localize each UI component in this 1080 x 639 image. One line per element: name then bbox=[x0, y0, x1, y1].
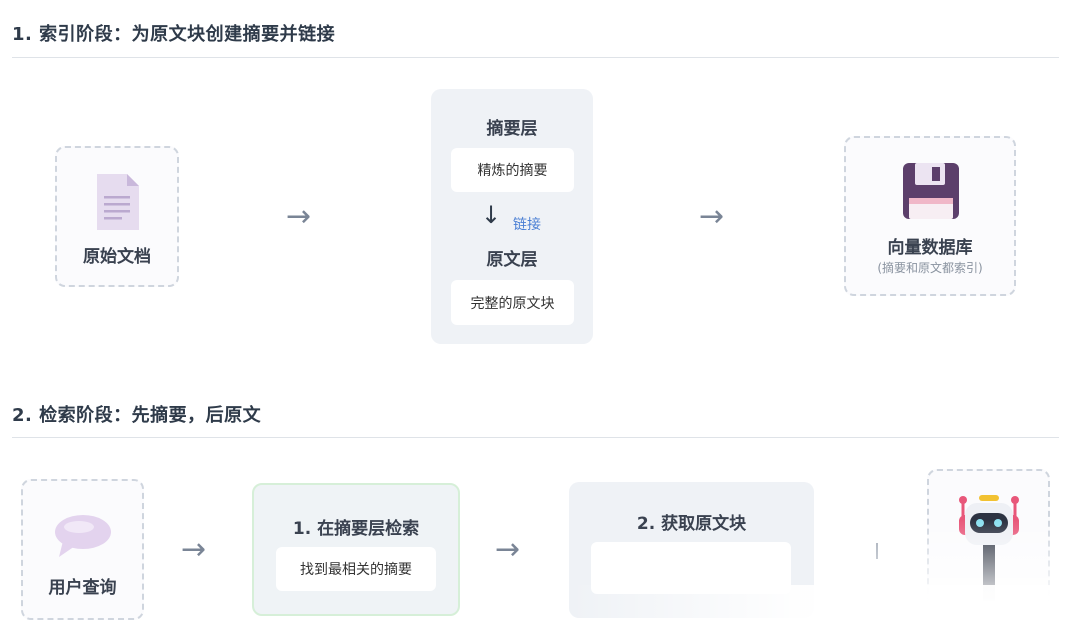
source-document-node: 原始文档 bbox=[55, 146, 179, 287]
vector-db-node: 向量数据库 (摘要和原文都索引) bbox=[844, 136, 1016, 296]
document-icon bbox=[97, 174, 139, 230]
link-label: 链接 bbox=[513, 217, 541, 233]
layers-panel: 摘要层 精炼的摘要 ↓ 链接 原文层 完整的原文块 bbox=[431, 89, 593, 344]
section-2-title: 2. 检索阶段：先摘要，后原文 bbox=[12, 405, 262, 426]
user-query-label: 用户查询 bbox=[48, 578, 117, 598]
summary-card: 精炼的摘要 bbox=[451, 148, 574, 192]
speech-bubble-icon bbox=[55, 515, 111, 557]
step-2-title: 2. 获取原文块 bbox=[636, 514, 747, 534]
vector-db-sublabel: (摘要和原文都索引) bbox=[877, 261, 983, 275]
step-1-panel: 1. 在摘要层检索 找到最相关的摘要 bbox=[252, 483, 460, 616]
fade-overlay-bottom bbox=[570, 585, 1080, 639]
vector-db-label: 向量数据库 bbox=[887, 238, 973, 258]
original-card: 完整的原文块 bbox=[451, 280, 574, 325]
original-layer-title: 原文层 bbox=[486, 250, 538, 270]
section-2-divider bbox=[12, 437, 1059, 438]
arrow-down-icon: ↓ bbox=[481, 201, 502, 229]
section-1-title: 1. 索引阶段：为原文块创建摘要并链接 bbox=[12, 24, 336, 45]
step-1-title: 1. 在摘要层检索 bbox=[292, 519, 420, 539]
step-1-card: 找到最相关的摘要 bbox=[276, 547, 436, 591]
arrow-right-icon: → bbox=[286, 199, 312, 234]
source-document-label: 原始文档 bbox=[83, 247, 151, 267]
section-1-divider bbox=[12, 57, 1059, 58]
arrow-right-icon: → bbox=[495, 532, 521, 567]
summary-layer-title: 摘要层 bbox=[486, 119, 538, 139]
user-query-node: 用户查询 bbox=[21, 479, 144, 620]
arrow-right-icon: → bbox=[699, 199, 725, 234]
arrow-right-icon: → bbox=[181, 532, 207, 567]
floppy-disk-icon bbox=[903, 163, 959, 219]
